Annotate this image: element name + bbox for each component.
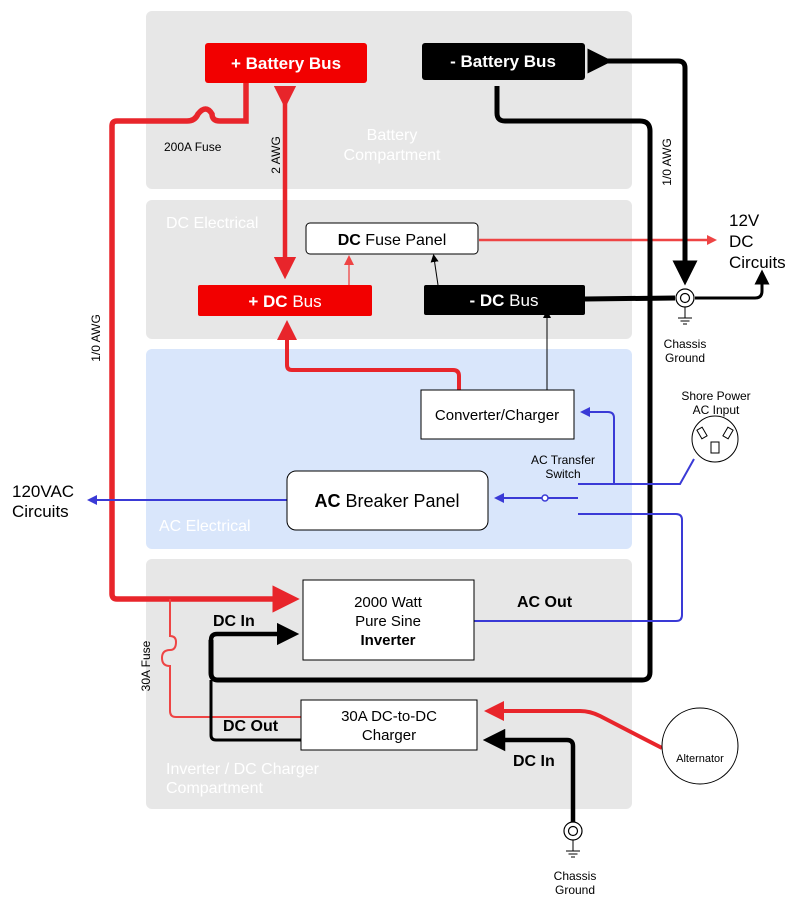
chassis-ground-top-label-2: Ground	[665, 351, 705, 365]
chassis-ground-bottom-icon	[563, 821, 583, 858]
svg-text:- DC Bus: - DC Bus	[470, 291, 539, 310]
dc-fuse-panel[interactable]: DC Fuse Panel	[305, 222, 479, 255]
negative-battery-return-wire	[208, 86, 653, 683]
svg-text:DC Fuse Panel: DC Fuse Panel	[338, 232, 447, 249]
neg-dc-bus[interactable]: - DC Bus	[424, 285, 585, 315]
dc-dc-charger-label-1: 30A DC-to-DC	[341, 708, 437, 725]
ac-electrical-label: AC Electrical	[159, 518, 251, 535]
ac-breaker-panel-bold: AC	[314, 491, 340, 511]
dc-out-label: DC Out	[223, 718, 279, 735]
dc-in-inverter-label: DC In	[213, 613, 255, 630]
alternator-to-charger-wire	[484, 701, 663, 750]
dc-dc-charger-label-2: Charger	[362, 727, 416, 744]
pos-dc-bus[interactable]: + DC Bus	[198, 285, 372, 316]
pos-dc-bus-bold: DC	[263, 292, 288, 311]
main-positive-wire	[109, 83, 300, 613]
dc-circuits-12v-label-2: DC	[729, 232, 754, 251]
dc-in-charger-label: DC In	[513, 753, 555, 770]
svg-text:+ DC Bus: + DC Bus	[248, 292, 321, 311]
inverter-negative-wire	[208, 622, 300, 646]
awg-2-label: 2 AWG	[269, 136, 283, 174]
dc-fuse-panel-bold: DC	[338, 232, 362, 249]
vac-circuits-label-1: 120VAC	[12, 482, 74, 501]
converter-charger[interactable]: Converter/Charger	[420, 389, 575, 440]
charger-positive-30a-wire	[160, 599, 301, 718]
vac-circuits-label-2: Circuits	[12, 502, 69, 521]
shore-power-plug-icon	[691, 415, 739, 463]
shore-power-label-2: AC Input	[693, 403, 740, 417]
shore-power-label-1: Shore Power	[681, 389, 750, 403]
chassis-ground-bottom-label-2: Ground	[555, 883, 595, 897]
pos-battery-bus-label: + Battery Bus	[231, 54, 341, 73]
neg-dc-bus-bold: DC	[480, 291, 505, 310]
inverter-compartment-label-2: Compartment	[166, 780, 263, 797]
ground-to-12v-wire	[695, 269, 770, 300]
neg-dc-bus-sign: -	[470, 291, 480, 310]
dc-circuits-12v-label-3: Circuits	[729, 253, 786, 272]
fuse-200a-label: 200A Fuse	[164, 140, 222, 154]
pos-battery-bus[interactable]: + Battery Bus	[205, 43, 367, 83]
pos-dc-bus-text: Bus	[288, 292, 322, 311]
inverter-label-3: Inverter	[360, 632, 415, 649]
fuse-panel-negative-wire	[430, 254, 439, 286]
battery-compartment-label-1: Battery	[367, 127, 418, 144]
inverter-label-2: Pure Sine	[355, 613, 421, 630]
inverter-ac-out-wire	[474, 513, 683, 622]
chassis-ground-top-icon	[675, 288, 695, 325]
pos-dc-bus-sign: +	[248, 292, 263, 311]
dc-bus-to-ground-wire	[584, 295, 676, 302]
chassis-ground-top-label-1: Chassis	[664, 337, 707, 351]
awg-1-0-right-label: 1/0 AWG	[660, 138, 674, 186]
neg-battery-bus-label: - Battery Bus	[450, 52, 556, 71]
awg-1-0-left-label: 1/0 AWG	[89, 314, 103, 362]
dc-dc-charger[interactable]: 30A DC-to-DC Charger	[300, 699, 478, 751]
svg-text:AC Breaker Panel: AC Breaker Panel	[314, 491, 459, 511]
ac-transfer-switch-label-2: Switch	[545, 467, 580, 481]
converter-charger-label: Converter/Charger	[435, 407, 559, 424]
neg-battery-bus[interactable]: - Battery Bus	[422, 43, 585, 80]
fuse-30a-label: 30A Fuse	[139, 640, 153, 691]
alternator[interactable]: Alternator	[661, 707, 739, 785]
ac-breaker-panel-text: Breaker Panel	[340, 491, 459, 511]
inverter-compartment-label-1: Inverter / DC Charger	[166, 761, 320, 778]
converter-positive-wire	[277, 320, 461, 390]
transfer-switch-node	[541, 494, 549, 502]
neg-battery-to-ground-wire	[587, 48, 698, 286]
dc-fuse-panel-text: Fuse Panel	[361, 232, 446, 249]
chassis-ground-bottom-label-1: Chassis	[554, 869, 597, 883]
dc-circuits-12v-label-1: 12V	[729, 211, 760, 230]
chassis-to-charger-wire	[482, 728, 576, 822]
battery-compartment-label-2: Compartment	[344, 147, 441, 164]
charger-dc-out-wire	[209, 680, 301, 742]
alternator-label: Alternator	[676, 753, 724, 765]
ac-transfer-switch-label-1: AC Transfer	[531, 453, 595, 467]
inverter[interactable]: 2000 Watt Pure Sine Inverter	[302, 579, 475, 661]
shore-to-converter-wire	[578, 407, 615, 485]
inverter-label-1: 2000 Watt	[354, 594, 423, 611]
ac-out-label: AC Out	[517, 594, 573, 611]
neg-dc-bus-text: Bus	[504, 291, 538, 310]
dc-electrical-label: DC Electrical	[166, 215, 258, 232]
ac-breaker-panel[interactable]: AC Breaker Panel	[286, 470, 489, 531]
